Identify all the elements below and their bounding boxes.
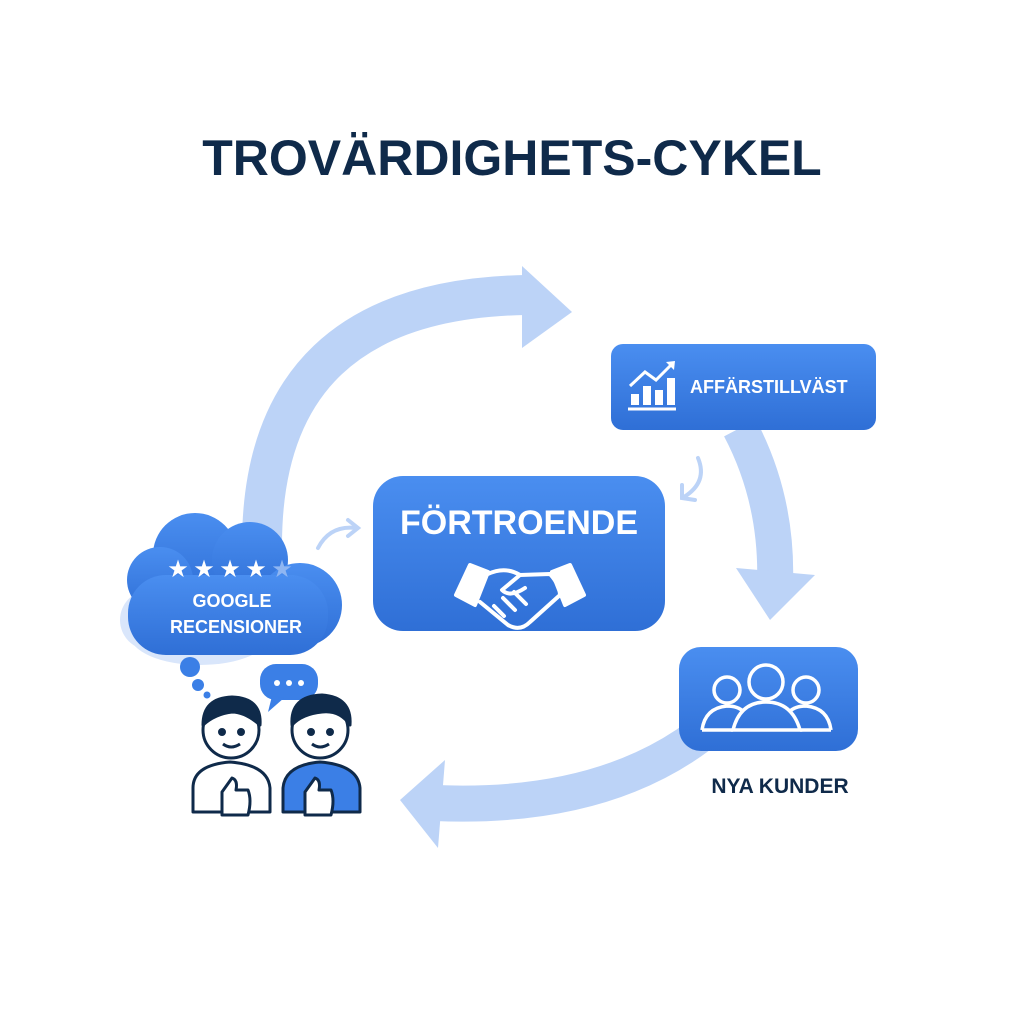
bar-chart-trend-icon (628, 361, 676, 411)
reviews-line1: GOOGLE (192, 591, 271, 611)
half-star-icon: ★ (271, 556, 293, 583)
star-icon: ★ (193, 556, 215, 583)
trust-label: FÖRTROENDE (400, 504, 638, 542)
cycle-arrow-bottom (400, 720, 711, 848)
star-icon: ★ (245, 556, 267, 583)
customers-label: NYA KUNDER (711, 775, 848, 798)
growth-label: AFFÄRSTILLVÄST (690, 377, 848, 397)
speech-bubble-icon (260, 664, 318, 712)
diagram-title: TROVÄRDIGHETS-CYKEL (202, 130, 821, 186)
handshake-icon (454, 563, 586, 630)
new-customers-box (679, 647, 858, 751)
reviews-line2: RECENSIONER (170, 617, 302, 637)
star-icon: ★ (167, 556, 189, 583)
star-rating: ★ ★ ★ ★ ★ (167, 556, 293, 583)
business-growth-box: AFFÄRSTILLVÄST (611, 344, 876, 430)
people-group-icon (700, 663, 833, 732)
trust-box: FÖRTROENDE (373, 476, 665, 631)
google-reviews-cloud: ★ ★ ★ ★ ★ GOOGLE RECENSIONER (120, 513, 342, 699)
person-right-thumbs-up (281, 693, 362, 817)
person-left-thumbs-up (191, 695, 272, 817)
small-arrow-right (682, 456, 703, 499)
small-arrow-left (316, 525, 358, 550)
star-icon: ★ (219, 556, 241, 583)
cycle-arrow-top (242, 266, 572, 546)
cycle-arrow-right (723, 419, 815, 620)
